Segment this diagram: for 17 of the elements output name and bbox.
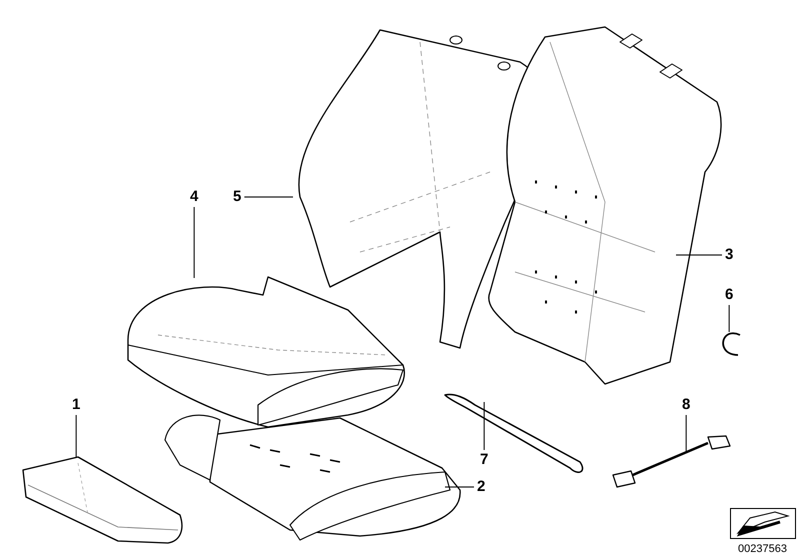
leader-line	[194, 206, 195, 278]
callout-number: 7	[480, 452, 488, 468]
leader-line	[444, 486, 474, 488]
leader-line	[76, 414, 77, 458]
leader-line	[728, 304, 730, 332]
callout-number: 1	[72, 397, 80, 413]
callout-number: 8	[682, 397, 690, 413]
leader-line	[676, 254, 722, 256]
callout-number: 6	[725, 287, 734, 303]
callout-number: 2	[477, 479, 486, 495]
callout-number: 4	[190, 189, 198, 205]
leader-line	[686, 414, 687, 452]
callout-number: 5	[233, 189, 242, 205]
leader-line	[244, 196, 294, 198]
callout-number: 3	[725, 247, 734, 263]
diagram-number: 00237563	[738, 543, 787, 555]
leader-line	[484, 402, 485, 450]
